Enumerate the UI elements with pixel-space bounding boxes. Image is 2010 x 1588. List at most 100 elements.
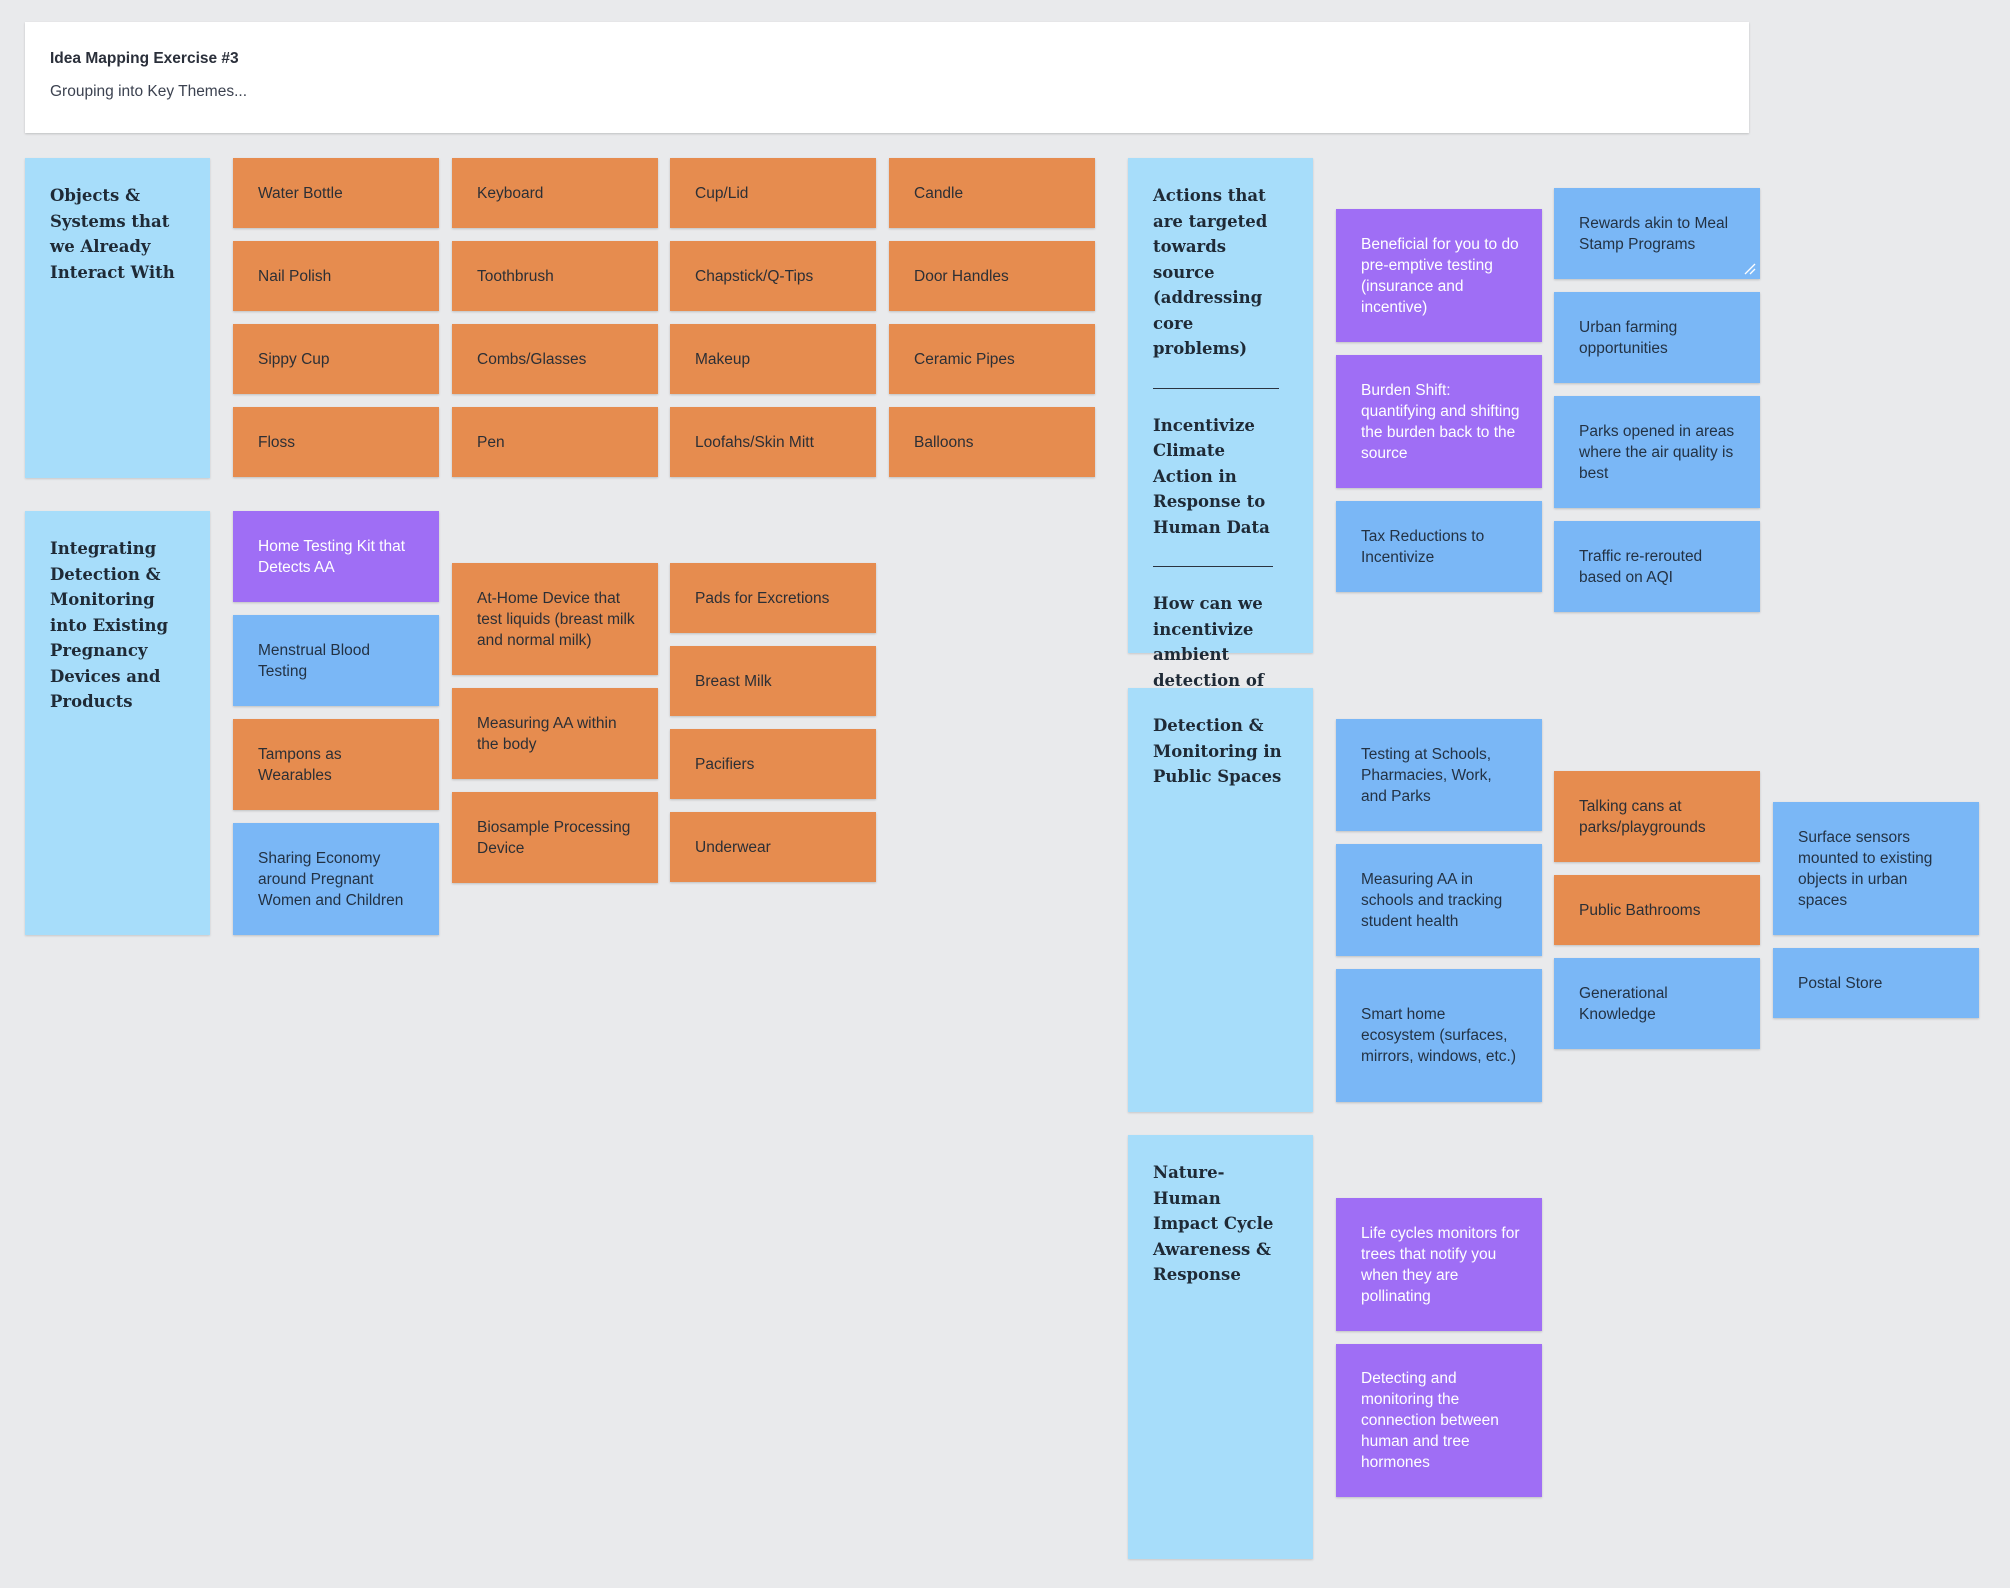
- sticky-note[interactable]: Parks opened in areas where the air qual…: [1554, 396, 1760, 508]
- note-text: At-Home Device that test liquids (breast…: [477, 589, 635, 649]
- sticky-note[interactable]: Tampons as Wearables: [233, 719, 439, 810]
- sticky-note[interactable]: Ceramic Pipes: [889, 324, 1095, 394]
- note-text: Cup/Lid: [695, 184, 749, 202]
- sticky-note[interactable]: Cup/Lid: [670, 158, 876, 228]
- divider: [1153, 387, 1279, 389]
- note-text: Toothbrush: [477, 267, 554, 285]
- sticky-note[interactable]: Toothbrush: [452, 241, 658, 311]
- note-text: Sharing Economy around Pregnant Women an…: [258, 849, 404, 909]
- note-text: Beneficial for you to do pre-emptive tes…: [1361, 235, 1519, 316]
- note-text: Home Testing Kit that Detects AA: [258, 537, 406, 576]
- sticky-note[interactable]: Traffic re-rerouted based on AQI: [1554, 521, 1760, 612]
- note-text: Chapstick/Q-Tips: [695, 267, 814, 285]
- theme-label: Actions that are targeted towards source…: [1153, 186, 1268, 358]
- note-text: Sippy Cup: [258, 350, 330, 368]
- note-text: Urban farming opportunities: [1579, 318, 1678, 357]
- theme-card-pregnancy[interactable]: Integrating Detection & Monitoring into …: [25, 511, 210, 935]
- sticky-note[interactable]: Surface sensors mounted to existing obje…: [1773, 802, 1979, 935]
- note-text: Public Bathrooms: [1579, 901, 1701, 919]
- board-title: Idea Mapping Exercise #3: [50, 50, 239, 67]
- header-card[interactable]: Idea Mapping Exercise #3 Grouping into K…: [25, 22, 1749, 133]
- sticky-note[interactable]: Pads for Excretions: [670, 563, 876, 633]
- note-text: Balloons: [914, 433, 974, 451]
- sticky-note[interactable]: At-Home Device that test liquids (breast…: [452, 563, 658, 675]
- sticky-note[interactable]: Talking cans at parks/playgrounds: [1554, 771, 1760, 862]
- sticky-note[interactable]: Home Testing Kit that Detects AA: [233, 511, 439, 602]
- note-text: Nail Polish: [258, 267, 332, 285]
- note-text: Pacifiers: [695, 755, 755, 773]
- sticky-note[interactable]: Sharing Economy around Pregnant Women an…: [233, 823, 439, 935]
- sticky-note[interactable]: Pacifiers: [670, 729, 876, 799]
- sticky-note[interactable]: Biosample Processing Device: [452, 792, 658, 883]
- theme-label: Integrating Detection & Monitoring into …: [50, 539, 169, 711]
- theme-card-public-spaces[interactable]: Detection & Monitoring in Public Spaces: [1128, 688, 1313, 1112]
- board-subtitle: Grouping into Key Themes...: [50, 83, 248, 100]
- sticky-note[interactable]: Life cycles monitors for trees that noti…: [1336, 1198, 1542, 1331]
- note-text: Surface sensors mounted to existing obje…: [1798, 828, 1933, 909]
- sticky-note[interactable]: Nail Polish: [233, 241, 439, 311]
- sticky-note[interactable]: Testing at Schools, Pharmacies, Work, an…: [1336, 719, 1542, 831]
- sticky-note[interactable]: Balloons: [889, 407, 1095, 477]
- sticky-note[interactable]: Sippy Cup: [233, 324, 439, 394]
- sticky-note[interactable]: Chapstick/Q-Tips: [670, 241, 876, 311]
- sticky-note[interactable]: Detecting and monitoring the connection …: [1336, 1344, 1542, 1497]
- theme-label: Objects & Systems that we Already Intera…: [50, 186, 175, 282]
- note-text: Measuring AA within the body: [477, 714, 617, 753]
- sticky-note[interactable]: Generational Knowledge: [1554, 958, 1760, 1049]
- sticky-note[interactable]: Tax Reductions to Incentivize: [1336, 501, 1542, 592]
- sticky-note[interactable]: Postal Store: [1773, 948, 1979, 1018]
- sticky-note[interactable]: Door Handles: [889, 241, 1095, 311]
- note-text: Candle: [914, 184, 964, 202]
- sticky-note[interactable]: Smart home ecosystem (surfaces, mirrors,…: [1336, 969, 1542, 1102]
- theme-label: Nature-Human Impact Cycle Awareness & Re…: [1153, 1163, 1274, 1284]
- note-text: Detecting and monitoring the connection …: [1361, 1370, 1499, 1471]
- note-text: Ceramic Pipes: [914, 350, 1015, 368]
- sticky-note[interactable]: Underwear: [670, 812, 876, 882]
- sticky-note[interactable]: Pen: [452, 407, 658, 477]
- note-text: Underwear: [695, 838, 771, 856]
- sticky-note[interactable]: Combs/Glasses: [452, 324, 658, 394]
- sticky-note[interactable]: Measuring AA within the body: [452, 688, 658, 779]
- sticky-note[interactable]: Keyboard: [452, 158, 658, 228]
- sticky-note[interactable]: Makeup: [670, 324, 876, 394]
- note-text: Talking cans at parks/playgrounds: [1579, 797, 1706, 836]
- note-text: Postal Store: [1798, 974, 1883, 992]
- theme-label: Incentivize Climate Action in Response t…: [1153, 415, 1270, 537]
- sticky-note[interactable]: Menstrual Blood Testing: [233, 615, 439, 706]
- note-text: Life cycles monitors for trees that noti…: [1361, 1224, 1520, 1305]
- note-text: Loofahs/Skin Mitt: [695, 433, 814, 451]
- resize-handle-icon[interactable]: [1742, 261, 1756, 275]
- sticky-note[interactable]: Urban farming opportunities: [1554, 292, 1760, 383]
- sticky-note[interactable]: Loofahs/Skin Mitt: [670, 407, 876, 477]
- note-text: Testing at Schools, Pharmacies, Work, an…: [1361, 745, 1492, 805]
- note-text: Floss: [258, 433, 296, 451]
- note-text: Parks opened in areas where the air qual…: [1579, 422, 1735, 482]
- note-text: Menstrual Blood Testing: [258, 641, 371, 680]
- note-text: Water Bottle: [258, 184, 343, 202]
- sticky-note[interactable]: Candle: [889, 158, 1095, 228]
- note-text: Keyboard: [477, 184, 544, 202]
- note-text: Tax Reductions to Incentivize: [1361, 527, 1485, 566]
- sticky-note[interactable]: Rewards akin to Meal Stamp Programs: [1554, 188, 1760, 279]
- theme-label: Detection & Monitoring in Public Spaces: [1153, 716, 1282, 786]
- sticky-note[interactable]: Water Bottle: [233, 158, 439, 228]
- note-text: Pen: [477, 433, 505, 451]
- theme-card-actions[interactable]: Actions that are targeted towards source…: [1128, 158, 1313, 741]
- divider: [1153, 566, 1273, 567]
- sticky-note[interactable]: Floss: [233, 407, 439, 477]
- sticky-note[interactable]: Public Bathrooms: [1554, 875, 1760, 945]
- note-text: Generational Knowledge: [1579, 984, 1668, 1023]
- note-text: Pads for Excretions: [695, 589, 830, 607]
- note-text: Smart home ecosystem (surfaces, mirrors,…: [1361, 1006, 1517, 1065]
- sticky-note[interactable]: Burden Shift: quantifying and shifting t…: [1336, 355, 1542, 488]
- note-text: Traffic re-rerouted based on AQI: [1579, 547, 1703, 586]
- sticky-note[interactable]: Beneficial for you to do pre-emptive tes…: [1336, 209, 1542, 342]
- theme-card-nature[interactable]: Nature-Human Impact Cycle Awareness & Re…: [1128, 1135, 1313, 1559]
- theme-card-objects[interactable]: Objects & Systems that we Already Intera…: [25, 158, 210, 478]
- note-text: Tampons as Wearables: [258, 745, 342, 784]
- note-text: Combs/Glasses: [477, 350, 587, 368]
- note-text: Rewards akin to Meal Stamp Programs: [1579, 214, 1729, 253]
- sticky-note[interactable]: Measuring AA in schools and tracking stu…: [1336, 844, 1542, 956]
- note-text: Burden Shift: quantifying and shifting t…: [1361, 381, 1520, 462]
- sticky-note[interactable]: Breast Milk: [670, 646, 876, 716]
